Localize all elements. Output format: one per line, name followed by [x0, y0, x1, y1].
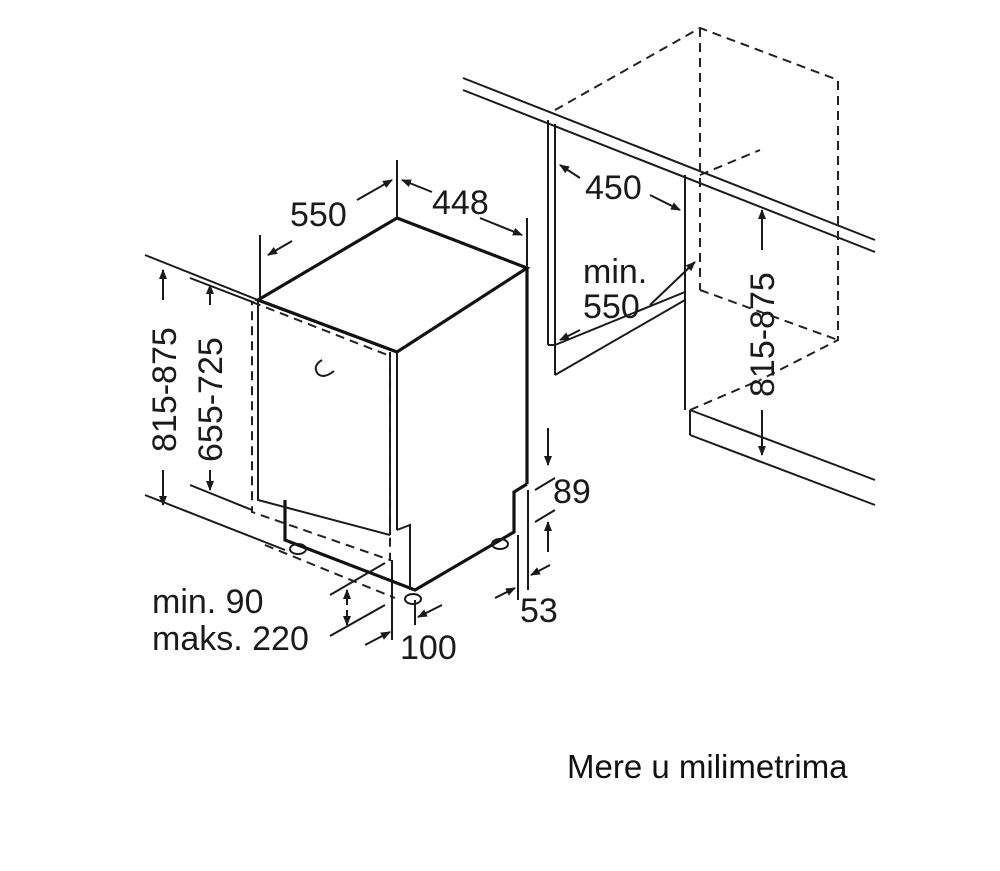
plinth-max-label: maks. 220 [152, 620, 309, 658]
niche-depth-label: 550 [583, 288, 640, 326]
height-label: 815-875 [146, 327, 184, 452]
kitchen-niche [462, 26, 876, 506]
plinth-min-label: min. 90 [152, 583, 264, 621]
width-label: 448 [432, 184, 489, 222]
niche-width-label: 450 [585, 169, 642, 207]
niche-depth-min-prefix: min. [583, 253, 647, 291]
dimension-lines [144, 160, 766, 646]
plinth-depth-label: 100 [400, 629, 457, 667]
niche-height-label: 815-875 [744, 272, 782, 397]
depth-label: 550 [290, 196, 347, 234]
door-height-label: 655-725 [192, 337, 230, 462]
units-caption: Mere u milimetrima [567, 748, 848, 785]
dishwasher-body [251, 216, 531, 605]
plinth-top-label: 89 [553, 473, 591, 511]
plinth-side-label: 53 [520, 592, 558, 630]
